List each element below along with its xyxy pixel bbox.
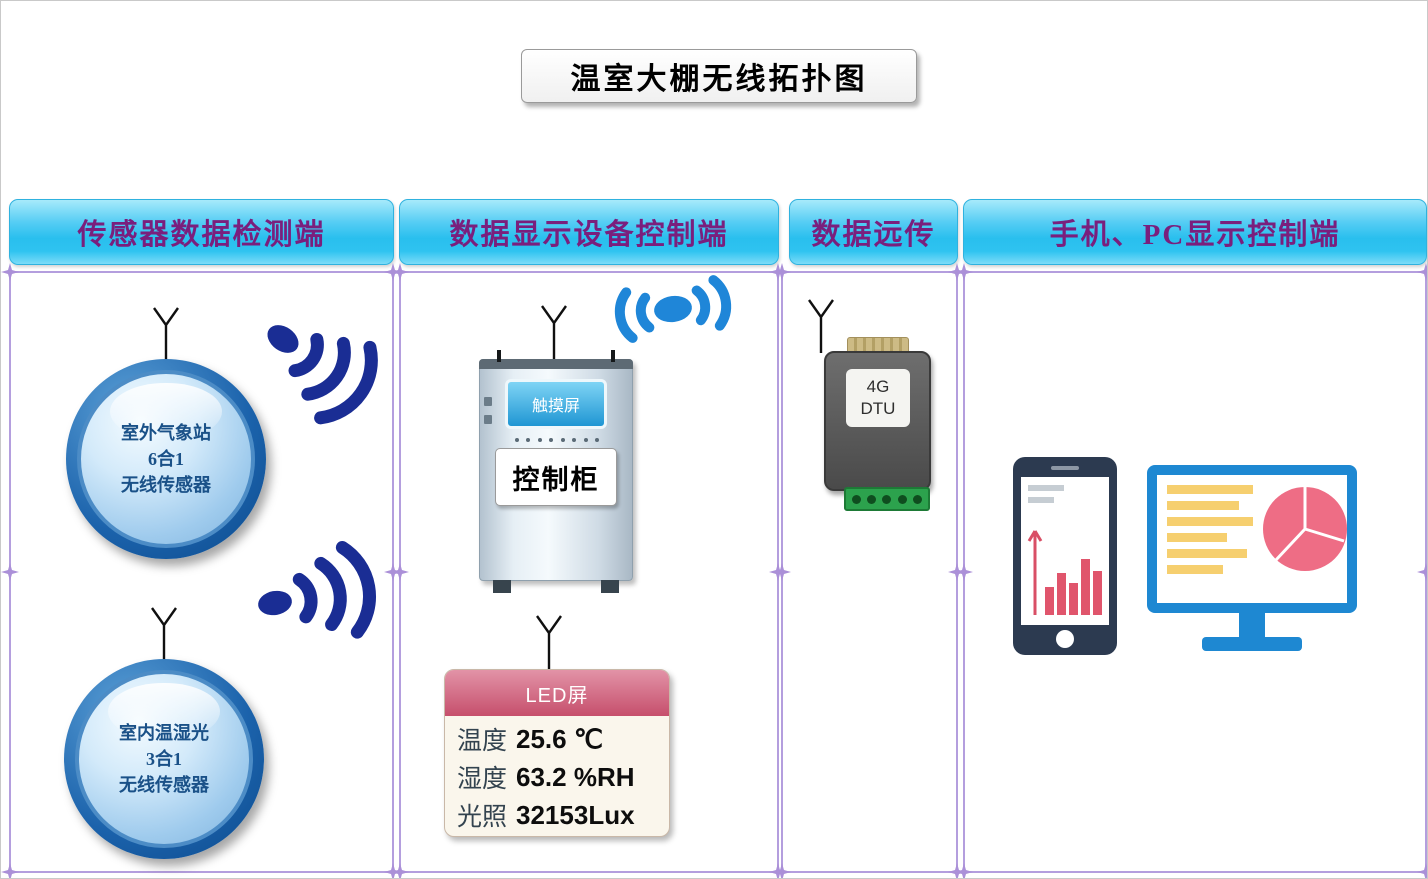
led-reading-humidity: 湿度 63.2 %RH [457,761,635,794]
page-title: 温室大棚无线拓扑图 [521,49,917,103]
sensor-label: 室外气象站 6合1 无线传感器 [121,422,211,496]
led-panel-body: 温度 25.6 ℃ 湿度 63.2 %RH 光照 32153Lux [445,716,669,836]
terminal-pin [882,494,892,504]
border-ornament [1417,263,1427,281]
dtu-terminal-block [844,487,930,511]
chart-axis-arrow [1027,530,1043,615]
column-header-display-control: 数据显示设备控制端 [399,199,779,265]
column-header-sensor-detection: 传感器数据检测端 [9,199,394,265]
border-ornament [1417,863,1427,878]
smartphone-illustration [1013,457,1117,655]
dtu-label: 4G DTU [846,369,910,427]
led-panel-header: LED屏 [445,670,669,716]
cabinet-vent-dots [515,438,599,442]
pie-chart-icon [1263,487,1347,571]
sensor-indoor-temp-humidity-light: 室内温湿光 3合1 无线传感器 [64,659,264,859]
control-cabinet: 触摸屏 控制柜 [479,350,633,593]
touch-screen: 触摸屏 [505,379,607,429]
cabinet-stub [611,350,615,362]
cabinet-top-strip [479,359,633,369]
cabinet-lock [484,397,492,406]
sensor-label: 室内温湿光 3合1 无线传感器 [119,722,209,796]
antenna-icon [151,607,177,661]
monitor-stand-neck [1239,613,1265,637]
led-reading-light: 光照 32153Lux [457,799,635,832]
border-ornament [1417,563,1427,581]
phone-speaker [1051,466,1079,470]
antenna-icon [808,299,834,353]
pc-monitor-illustration [1147,465,1357,651]
border-ornament [1,263,19,281]
wireless-signal-icon [258,540,376,639]
sensor-face: 室内温湿光 3合1 无线传感器 [75,670,253,848]
cabinet-foot [493,580,511,593]
cabinet-stub [497,350,501,362]
terminal-pin [852,494,862,504]
text-lines [1167,485,1253,574]
sensor-face: 室外气象站 6合1 无线传感器 [77,370,255,548]
antenna-icon [541,305,567,359]
antenna-icon [153,307,179,361]
border-ornament [1,563,19,581]
antenna-icon [536,615,562,669]
sensor-outdoor-weather-station: 室外气象站 6合1 无线传感器 [66,359,266,559]
wifi-signal-icon [614,275,732,343]
terminal-pin [897,494,907,504]
bar-chart-icon [1045,559,1102,615]
cabinet-foot [601,580,619,593]
terminal-pin [912,494,922,504]
monitor-stand-base [1202,637,1302,651]
phone-home-button [1056,630,1074,648]
column-header-remote-transfer: 数据远传 [789,199,958,265]
column-header-phone-pc: 手机、PC显示控制端 [963,199,1427,265]
led-reading-temperature: 温度 25.6 ℃ [457,723,604,756]
terminal-pin [867,494,877,504]
led-display-panel: LED屏 温度 25.6 ℃ 湿度 63.2 %RH 光照 32153Lux [444,669,670,837]
cabinet-lock [484,415,492,424]
cabinet-label: 控制柜 [495,448,617,506]
border-ornament [1,863,19,878]
wireless-signal-icon [267,325,378,425]
